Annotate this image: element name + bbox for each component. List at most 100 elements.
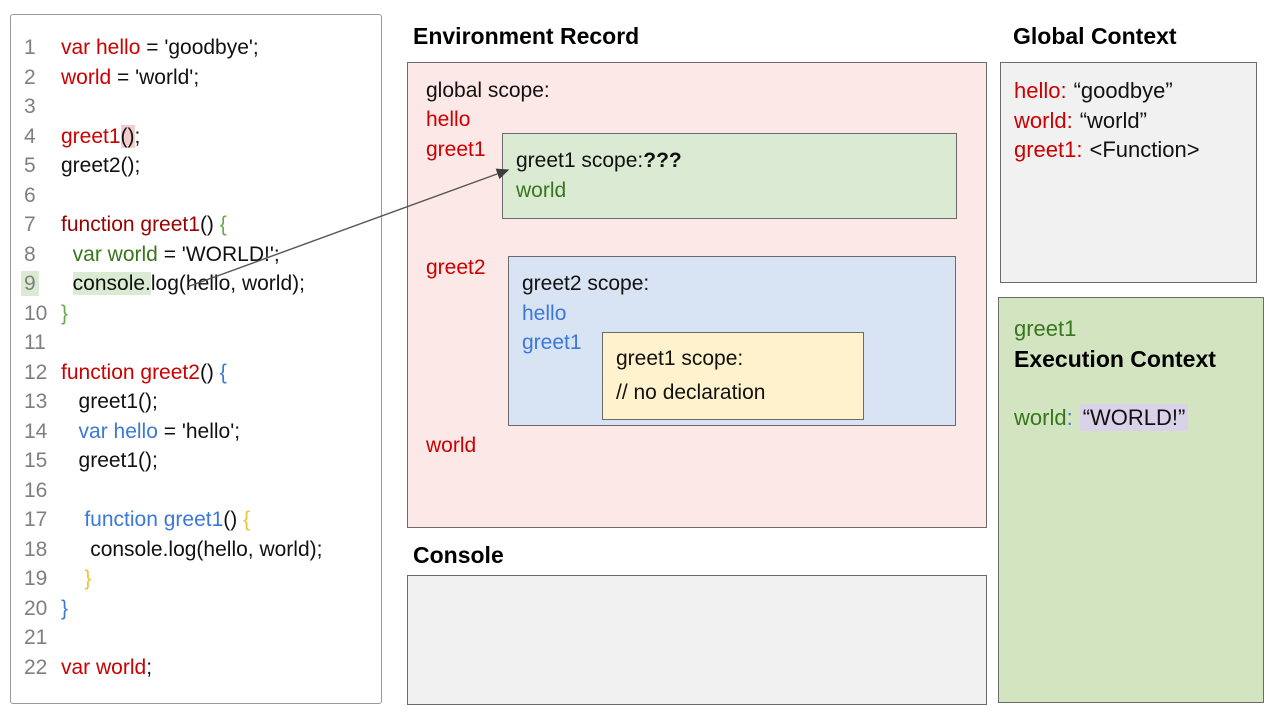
code-text: console.log(hello, world); (72, 272, 305, 295)
global-context-entry-greet1: greet1:<Function> (1014, 135, 1256, 165)
line-number: 5 (24, 154, 36, 177)
global-context-heading: Global Context (1013, 23, 1177, 49)
greet1-scope-question-marks: ??? (643, 149, 682, 172)
line-number: 7 (24, 213, 36, 236)
greet1-scope-box: greet1 scope:??? world (502, 133, 957, 219)
entry-name: world: (1014, 107, 1073, 133)
code-text: var hello = 'hello'; (78, 419, 241, 443)
code-line: 13 greet1(); (21, 387, 379, 417)
code-line: 8 var world = 'WORLD!'; (21, 240, 379, 270)
code-text: } (61, 596, 69, 620)
line-number: 16 (24, 478, 48, 502)
entry-value: “world” (1079, 107, 1147, 133)
global-scope-box: global scope: hello greet1 greet2 world … (407, 62, 987, 528)
line-number: 12 (24, 360, 48, 384)
code-line: 14 var hello = 'hello'; (21, 417, 379, 447)
code-text: function greet1() { (61, 213, 227, 236)
code-line: 2 world = 'world'; (21, 63, 379, 93)
greet2-scope-box: greet2 scope: hello greet1 greet1 scope:… (508, 256, 956, 426)
line-number: 20 (24, 596, 48, 620)
code-text: greet1(); (78, 449, 158, 472)
exec-context-fn-name: greet1 (1014, 316, 1077, 341)
code-lines: 1 var hello = 'goodbye'; 2 world = 'world';… (21, 33, 379, 682)
global-scope-label: global scope: (426, 79, 550, 102)
console-output-box (407, 575, 987, 705)
no-declaration-comment: // no declaration (616, 381, 766, 404)
line-number: 22 (24, 655, 48, 679)
code-line: 7 function greet1() { (21, 210, 379, 240)
exec-var-value: “WORLD!” (1079, 404, 1189, 431)
greet2-scope-var-greet1: greet1 (522, 331, 582, 354)
entry-name: hello: (1014, 78, 1067, 103)
code-line: 22 var world; (21, 653, 379, 683)
code-line: 17 function greet1() { (21, 505, 379, 535)
code-line: 9 console.log(hello, world); (21, 269, 379, 299)
line-number: 21 (24, 626, 48, 649)
entry-value: “goodbye” (1073, 78, 1173, 103)
code-line: 3 (21, 92, 379, 122)
line-number: 15 (24, 449, 48, 472)
line-number: 2 (24, 65, 36, 89)
environment-record-heading: Environment Record (413, 23, 640, 49)
greet1-scope-title: greet1 scope: (516, 149, 644, 172)
code-line: 21 (21, 623, 379, 653)
line-number: 10 (24, 301, 48, 325)
code-text: var hello = 'goodbye'; (61, 36, 259, 59)
line-number: 11 (24, 331, 46, 354)
code-text: var world; (61, 655, 153, 679)
code-line: 10} (21, 299, 379, 329)
line-number: 4 (24, 124, 36, 148)
inner-greet1-scope-title: greet1 scope: (616, 347, 744, 370)
line-number: 14 (24, 419, 48, 443)
global-context-box: hello:“goodbye” world:“world” greet1:<Fu… (1000, 62, 1257, 283)
line-number: 6 (24, 183, 36, 207)
greet1-scope-title-row: greet1 scope:??? (516, 146, 956, 176)
code-text: greet1(); (78, 390, 158, 413)
code-text: greet1(); (61, 124, 141, 148)
entry-value: <Function> (1089, 137, 1200, 162)
global-context-entry-hello: hello:“goodbye” (1014, 76, 1256, 106)
code-line: 20} (21, 594, 379, 624)
code-line: 4 greet1(); (21, 122, 379, 152)
inner-greet1-scope-box: greet1 scope: // no declaration (602, 332, 864, 420)
line-number: 9 (21, 271, 39, 296)
line-number: 19 (24, 567, 48, 590)
env-var-greet2: greet2 (426, 256, 486, 279)
console-heading: Console (413, 542, 504, 568)
exec-context-title: Execution Context (1014, 346, 1216, 372)
code-text: } (84, 567, 92, 590)
line-number: 8 (24, 242, 36, 266)
code-line: 19 } (21, 564, 379, 594)
code-text: var world = 'WORLD!'; (72, 242, 280, 266)
code-line: 18 console.log(hello, world); (21, 535, 379, 565)
code-line: 6 (21, 181, 379, 211)
code-line: 1 var hello = 'goodbye'; (21, 33, 379, 63)
greet1-scope-var-world: world (516, 179, 567, 202)
line-number: 18 (24, 537, 48, 561)
exec-var-colon: : (1066, 405, 1073, 430)
code-line: 15 greet1(); (21, 446, 379, 476)
greet2-scope-title: greet2 scope: (522, 272, 650, 295)
line-number: 3 (24, 95, 36, 118)
line-number: 1 (24, 36, 36, 59)
code-line: 16 (21, 476, 379, 506)
code-text: } (61, 301, 69, 325)
env-var-hello: hello (426, 108, 471, 131)
env-var-greet1: greet1 (426, 138, 486, 161)
greet2-scope-var-hello: hello (522, 301, 567, 325)
code-text: function greet1() { (84, 508, 251, 531)
exec-var-name: world (1014, 405, 1067, 430)
code-line: 5 greet2(); (21, 151, 379, 181)
code-editor-panel: 1 var hello = 'goodbye'; 2 world = 'world';… (10, 14, 382, 704)
code-text: greet2(); (61, 154, 141, 177)
line-number: 17 (24, 508, 48, 531)
code-text: console.log(hello, world); (90, 537, 323, 561)
spacer (1014, 374, 1263, 403)
code-line: 11 (21, 328, 379, 358)
code-text: world = 'world'; (61, 65, 200, 89)
entry-name: greet1: (1014, 137, 1083, 162)
exec-context-var-row: world:“WORLD!” (1014, 403, 1263, 433)
global-context-entry-world: world:“world” (1014, 106, 1256, 136)
